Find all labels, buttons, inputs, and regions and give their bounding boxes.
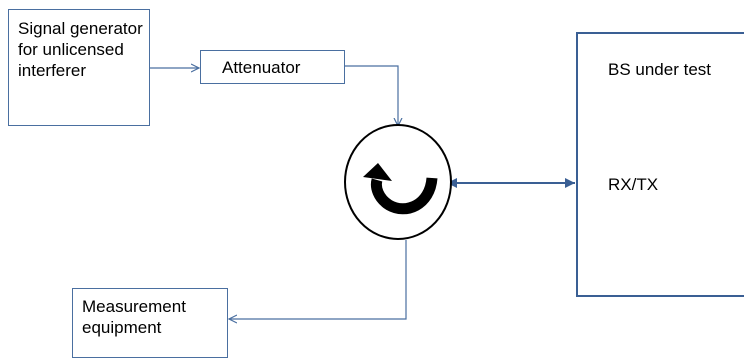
bs-port-label: RX/TX — [608, 175, 659, 194]
circulator-icon — [344, 124, 452, 240]
bs-under-test-label: BS under test — [608, 60, 712, 79]
connections — [150, 0, 575, 347]
measurement-equipment-label: Measurement equipment — [82, 297, 186, 337]
measurement-equipment-block: Measurement equipment — [72, 288, 228, 358]
signal-generator-label: Signal generator for unlicensed interfer… — [18, 19, 143, 80]
attenuator-block: Attenuator — [200, 50, 345, 84]
circulator-to-measurement-arrow — [229, 240, 407, 319]
attenuator-label: Attenuator — [222, 58, 301, 77]
attenuator-to-circulator-arrow — [345, 65, 398, 126]
bs-under-test-block: BS under test RX/TX — [576, 32, 744, 297]
signal-generator-block: Signal generator for unlicensed interfer… — [8, 9, 150, 126]
